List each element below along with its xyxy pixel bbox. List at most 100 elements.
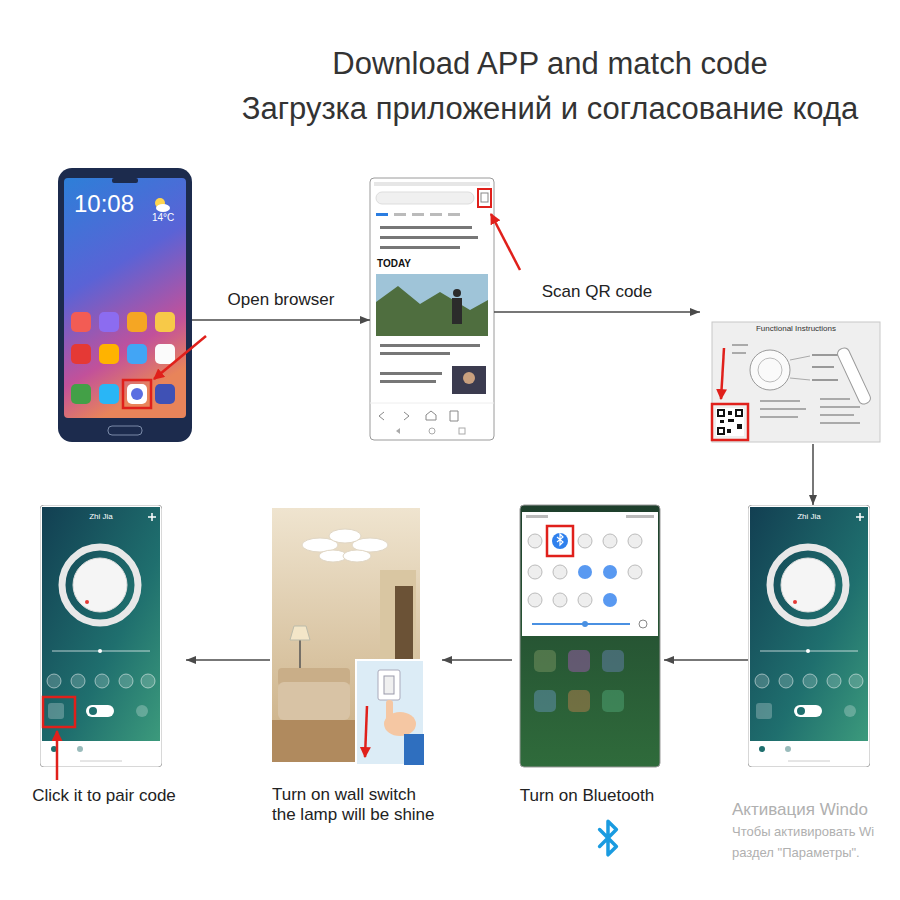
room-photo <box>384 676 394 694</box>
subtitle-slot: Загрузка приложений и согласование кода <box>200 90 900 127</box>
clock-text-slot: 10:08 <box>74 190 134 219</box>
bluetooth-phone <box>532 623 630 625</box>
sheet-heading-slot: Functional Instructions <box>712 324 880 334</box>
instruction-sheet <box>820 422 860 424</box>
instruction-sheet <box>812 366 834 368</box>
app-title: Zhi Jia <box>40 512 162 522</box>
flow-arrow <box>494 311 700 313</box>
flow-arrow <box>186 659 270 661</box>
flow-arrow <box>812 444 814 505</box>
watermark: Чтобы активировать Wi <box>732 824 874 840</box>
instruction-sheet <box>820 406 860 408</box>
instruction-sheet <box>750 350 790 390</box>
home-phone <box>127 344 147 364</box>
instruction-sheet <box>721 348 724 399</box>
bluetooth-phone <box>639 620 647 628</box>
watermark-slot: Чтобы активировать Wi <box>732 824 874 840</box>
bluetooth-phone <box>534 690 556 712</box>
bluetooth-phone <box>557 534 563 545</box>
instruction-sheet <box>758 358 782 382</box>
flow-arrow <box>192 319 370 321</box>
bluetooth-phone <box>520 505 660 767</box>
browser-phone <box>453 289 461 297</box>
room-photo <box>378 670 400 700</box>
room-photo <box>404 734 424 765</box>
browser-phone <box>478 189 491 207</box>
browser-phone <box>380 372 442 375</box>
browser-phone <box>380 246 460 249</box>
room-photo <box>356 660 424 765</box>
bluetooth-phone <box>602 650 624 672</box>
home-phone <box>155 384 175 404</box>
instruction-sheet <box>812 354 838 356</box>
bluetooth-phone <box>626 515 654 518</box>
bluetooth-phone <box>602 690 624 712</box>
bluetooth-phone <box>528 534 542 548</box>
instruction-sheet: Functional Instructions <box>700 296 885 444</box>
home-phone <box>131 388 143 400</box>
browser-phone <box>370 178 520 440</box>
app-phone <box>748 505 870 767</box>
room-photo <box>272 508 424 765</box>
browser-phone <box>370 403 494 404</box>
bluetooth-phone <box>578 534 592 548</box>
app-phone <box>56 731 59 780</box>
bluetooth-phone: Turn on Bluetooth <box>512 505 664 810</box>
step-caption: Click it to pair code <box>24 786 184 806</box>
instruction-sheet <box>760 400 800 402</box>
instruction-sheet <box>820 414 854 416</box>
home-phone <box>127 312 147 332</box>
instruction-sheet <box>812 379 838 381</box>
room-photo <box>329 529 361 543</box>
edge-label: Open browser <box>225 290 338 310</box>
bluetooth-phone <box>553 565 567 579</box>
browser-phone <box>452 298 462 324</box>
room-photo <box>365 706 367 757</box>
title-slot: Download APP and match code <box>200 45 900 82</box>
browser-phone <box>379 411 458 421</box>
instruction-sheet <box>820 398 850 400</box>
app-phone: Zhi Jia <box>748 505 872 767</box>
bluetooth-phone <box>526 515 548 518</box>
bluetooth-phone <box>603 534 617 548</box>
room-photo <box>278 682 350 720</box>
instruction-sheet <box>717 409 725 417</box>
instruction-sheet <box>712 322 880 442</box>
instruction-sheet <box>760 416 798 418</box>
instruction-sheet <box>719 429 723 433</box>
instruction-sheet <box>737 411 741 415</box>
watermark-slot: раздел "Параметры". <box>732 845 860 861</box>
edge-label-slot: Scan QR code <box>539 282 656 302</box>
watermark: Активация Windo <box>732 800 868 820</box>
browser-phone <box>376 192 474 204</box>
browser-phone <box>380 236 478 239</box>
instruction-sheet <box>737 424 742 429</box>
bluetooth-phone <box>552 533 568 549</box>
browser-phone <box>380 226 472 229</box>
instruction-sheet <box>732 352 746 354</box>
flow-arrow <box>664 659 748 661</box>
watermark: раздел "Параметры". <box>732 845 860 861</box>
bluetooth-phone <box>628 565 642 579</box>
app-title-slot: Zhi Jia <box>40 512 162 522</box>
instruction-sheet <box>732 344 748 346</box>
room-photo <box>343 550 371 562</box>
app-phone <box>40 505 162 767</box>
home-phone <box>58 168 206 442</box>
instruction-sheet <box>790 356 810 360</box>
instruction-sheet <box>712 322 880 442</box>
browser-phone: TODAY <box>370 178 494 440</box>
edge-label: Scan QR code <box>539 282 656 302</box>
app-phone <box>748 505 870 767</box>
home-phone <box>99 344 119 364</box>
home-phone <box>127 384 147 404</box>
home-screen-phone: 10:0814°C <box>58 168 192 442</box>
browser-phone <box>463 372 475 384</box>
home-phone <box>112 178 138 183</box>
instruction-sheet <box>717 427 725 435</box>
browser-phone <box>452 366 486 394</box>
